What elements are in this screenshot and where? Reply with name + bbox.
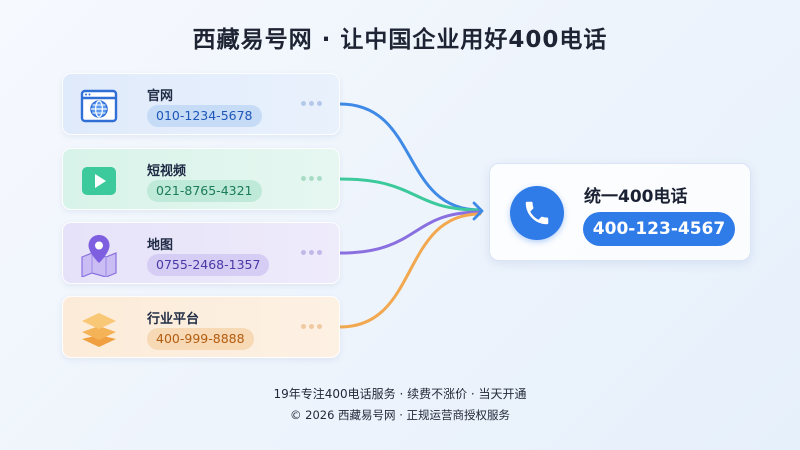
map-pin-icon (79, 235, 119, 277)
channel-card-video: 短视频 021-8765-4321 (62, 148, 340, 210)
footer-tagline: 19年专注400电话服务 · 续费不涨价 · 当天开通 (273, 387, 527, 401)
channel-phone: 0755-2468-1357 (147, 254, 270, 276)
channel-phone: 021-8765-4321 (147, 180, 262, 202)
connector-line-map (338, 210, 482, 255)
video-play-icon (79, 161, 119, 201)
channel-label: 短视频 (147, 164, 187, 179)
channel-label: 官网 (147, 89, 174, 104)
page-title: 西藏易号网 · 让中国企业用好400电话 (192, 27, 608, 53)
connector-line-industry (338, 212, 482, 329)
browser-globe-icon (79, 86, 119, 126)
channel-phone: 010-1234-5678 (147, 105, 262, 127)
more-dots-icon (301, 176, 322, 181)
channel-label: 行业平台 (147, 312, 200, 327)
channel-card-website: 官网 010-1234-5678 (62, 73, 340, 135)
more-dots-icon (301, 250, 322, 255)
connector-line-website (338, 102, 482, 212)
connector-line-video (338, 177, 482, 212)
unified-phone-card: 统一400电话 400-123-4567 (489, 163, 751, 261)
channel-phone: 400-999-8888 (147, 328, 254, 350)
unified-phone-label: 统一400电话 (584, 187, 688, 207)
arrow-head (472, 201, 484, 221)
channel-card-map: 地图 0755-2468-1357 (62, 222, 340, 284)
channel-card-industry: 行业平台 400-999-8888 (62, 296, 340, 358)
more-dots-icon (301, 324, 322, 329)
more-dots-icon (301, 101, 322, 106)
unified-phone-number: 400-123-4567 (583, 212, 735, 246)
channel-label: 地图 (147, 238, 174, 253)
layers-icon (79, 309, 119, 349)
footer-copyright: © 2026 西藏易号网 · 正规运营商授权服务 (289, 408, 511, 422)
phone-icon (510, 186, 564, 240)
